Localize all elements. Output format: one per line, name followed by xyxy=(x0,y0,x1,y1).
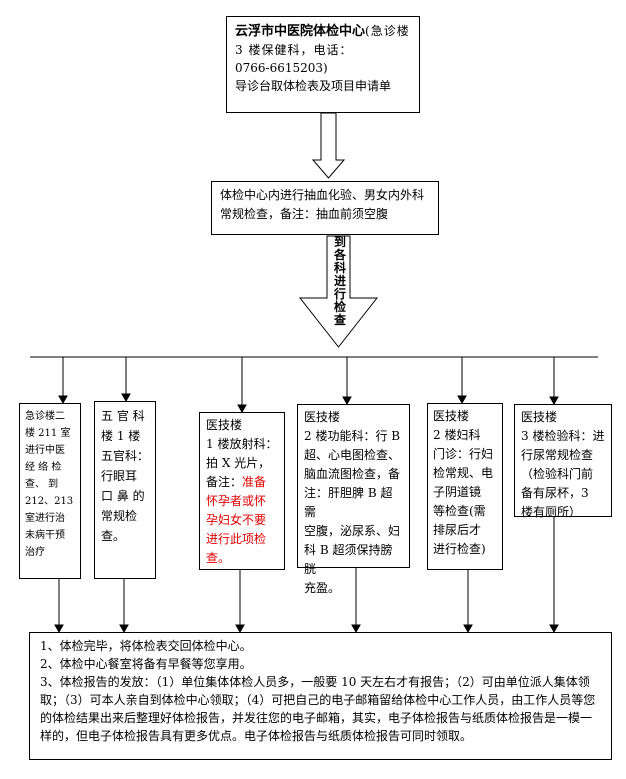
arrow-label-char: 各 xyxy=(333,248,346,262)
bottom-arrows xyxy=(54,517,559,634)
branch-lab-text: 医技楼 3 楼检验科：进 行尿常规检查 （检验科门前 备有尿杯，3 楼有厕所） xyxy=(521,410,605,519)
branch-radiology-warning: 准备 怀孕者或怀 孕妇女不要 进行此项检 查。 xyxy=(206,475,267,565)
blood-test-box: 体检中心内进行抽血化验、男女内外科 常规检查，备注：抽血前须空腹 xyxy=(211,181,439,235)
final-note-3: 3、体检报告的发放：（1）单位集体体检人员多，一般要 10 天左右才有报告；（2… xyxy=(40,675,596,743)
branch-tcm-box: 急诊楼二 楼 211 室 进行中医 经 络 检 查、 到 212、213 室进行… xyxy=(19,403,81,579)
final-notes-box: 1、体检完毕，将体检表交回体检中心。 2、体检中心餐室将备有早餐等您享用。 3、… xyxy=(29,632,612,760)
final-note-2: 2、体检中心餐室将备有早餐等您享用。 xyxy=(40,657,252,671)
arrow-label-char: 查 xyxy=(333,313,346,327)
center-title: 云浮市中医院体检中心 xyxy=(235,24,366,39)
arrow-label-char: 行 xyxy=(333,287,346,301)
branch-ent-text: 五 官 科 楼 1 楼 五官科： 行眼耳 口 鼻 的 常规检 查。 xyxy=(101,409,150,543)
start-box-text: 云浮市中医院体检中心(急诊楼 3 楼保健科，电话： 0766-6615203) … xyxy=(235,22,413,95)
final-note-1: 1、体检完毕，将体检表交回体检中心。 xyxy=(40,639,252,653)
branch-radiology-content: 医技楼 1 楼放射科： 拍 X 光片， 备注：准备 怀孕者或怀 孕妇女不要 进行… xyxy=(206,416,278,568)
branch-radiology-box: 医技楼 1 楼放射科： 拍 X 光片， 备注：准备 怀孕者或怀 孕妇女不要 进行… xyxy=(199,412,285,570)
arrow-label-char: 到 xyxy=(333,235,346,249)
branch-function-box: 医技楼 2 楼功能科：行 B 超、心电图检查、 脑血流图检查，备 注：肝胆脾 B… xyxy=(297,404,410,595)
hollow-arrow-1 xyxy=(311,112,346,179)
arrow-label-char: 进 xyxy=(333,274,346,288)
hollow-arrow-2 xyxy=(298,235,379,348)
start-instruction: 导诊台取体检表及项目申请单 xyxy=(235,79,392,93)
branch-drop-arrows xyxy=(58,357,559,414)
branch-radiology-text: 医技楼 1 楼放射科： 拍 X 光片， 备注： xyxy=(206,418,278,489)
start-box: 云浮市中医院体检中心(急诊楼 3 楼保健科，电话： 0766-6615203) … xyxy=(226,16,420,113)
blood-test-line-1: 体检中心内进行抽血化验、男女内外科 xyxy=(220,188,425,202)
branch-gynecology-text: 医技楼 2 楼妇科 门诊：行妇 检常规、电 子阴道镜 等检查(需 排尿后才 进行… xyxy=(433,409,494,556)
branch-gynecology-box: 医技楼 2 楼妇科 门诊：行妇 检常规、电 子阴道镜 等检查(需 排尿后才 进行… xyxy=(427,403,503,570)
branch-function-text: 医技楼 2 楼功能科：行 B 超、心电图检查、 脑血流图检查，备 注：肝胆脾 B… xyxy=(304,410,401,595)
branch-tcm-text: 急诊楼二 楼 211 室 进行中医 经 络 检 查、 到 212、213 室进行… xyxy=(25,411,74,558)
arrow-label: 到各科进行检查 xyxy=(330,236,350,327)
arrow-label-char: 检 xyxy=(333,300,346,314)
arrow-label-char: 科 xyxy=(333,261,346,275)
center-phone: 0766-6615203) xyxy=(235,61,328,75)
center-location: (急诊楼 3 楼保健科，电话： xyxy=(235,24,410,57)
blood-test-line-2: 常规检查，备注：抽血前须空腹 xyxy=(220,207,389,221)
branch-ent-box: 五 官 科 楼 1 楼 五官科： 行眼耳 口 鼻 的 常规检 查。 xyxy=(94,401,156,579)
branch-lab-box: 医技楼 3 楼检验科：进 行尿常规检查 （检验科门前 备有尿杯，3 楼有厕所） xyxy=(514,404,612,519)
